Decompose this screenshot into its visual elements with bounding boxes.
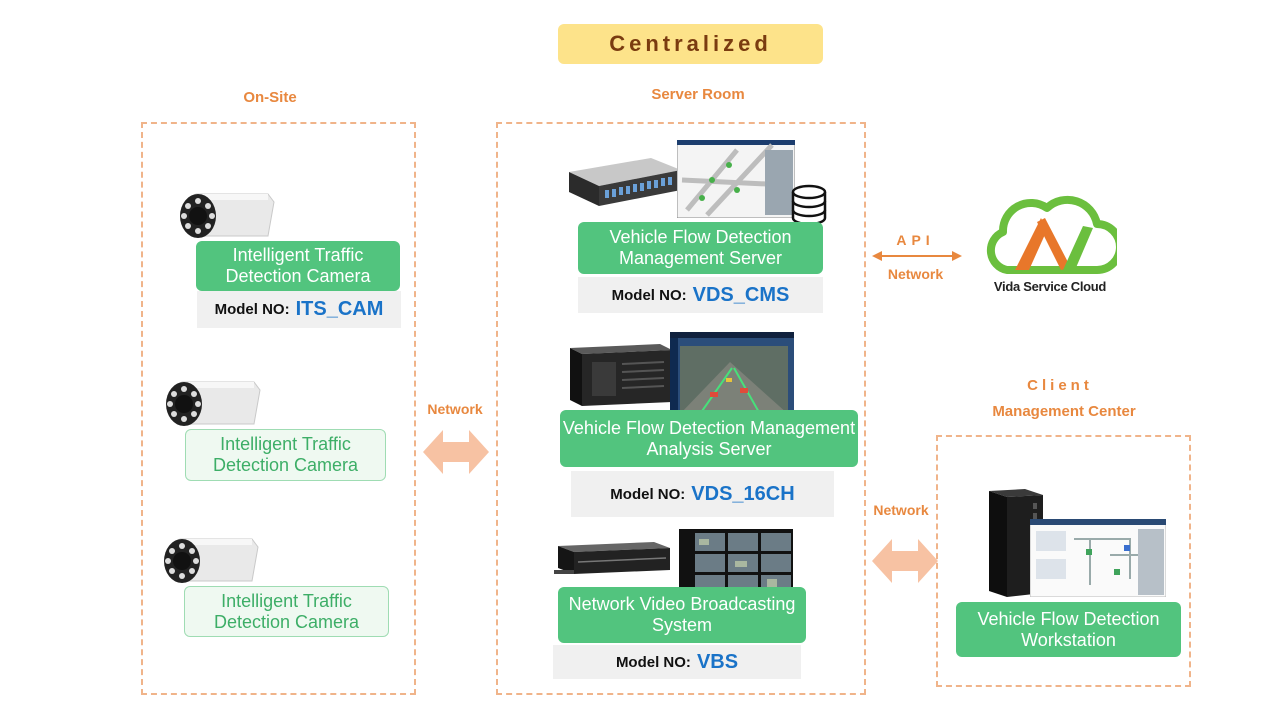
onsite-region xyxy=(141,122,416,695)
server-room-label: Server Room xyxy=(651,86,745,103)
workstation-label: Vehicle Flow Detection Workstation xyxy=(956,602,1181,657)
camera-image xyxy=(160,533,260,593)
api-network-label: Network xyxy=(887,266,944,282)
camera-image xyxy=(162,376,262,436)
model-prefix: Model NO: xyxy=(611,286,687,304)
model-prefix: Model NO: xyxy=(615,653,691,671)
onsite-label: On-Site xyxy=(243,89,297,106)
traffic-video-monitor-image xyxy=(670,332,794,418)
server-room-region xyxy=(496,122,866,695)
camera-3-label: Intelligent Traffic Detection Camera xyxy=(184,586,389,637)
api-label: API xyxy=(896,232,935,248)
vida-cloud-logo-icon xyxy=(985,192,1117,276)
cloud-logo-text: Vida Service Cloud xyxy=(993,279,1107,294)
workstation-monitor-image xyxy=(1030,519,1166,597)
camera-2-label: Intelligent Traffic Detection Camera xyxy=(185,429,386,481)
server-1-model: Model NO: VDS_CMS xyxy=(578,277,823,313)
management-center-label: Management Center xyxy=(992,403,1136,420)
onsite-network-arrow-icon xyxy=(423,430,489,474)
server-3-label: Network Video Broadcasting System xyxy=(558,587,806,643)
camera-image xyxy=(176,188,276,248)
server-2-model: Model NO: VDS_16CH xyxy=(571,471,834,517)
model-value: VDS_16CH xyxy=(691,482,795,505)
client-network-label: Network xyxy=(873,502,929,518)
model-value: ITS_CAM xyxy=(295,298,384,320)
diagram-title: Centralized xyxy=(558,24,823,64)
api-arrow-icon xyxy=(872,249,962,263)
model-value: VDS_CMS xyxy=(692,283,790,306)
camera-1-label: Intelligent Traffic Detection Camera xyxy=(196,241,400,291)
database-icon xyxy=(791,184,827,226)
onsite-network-label: Network xyxy=(427,401,483,417)
client-label: Client xyxy=(1027,377,1093,394)
analysis-server-image xyxy=(564,340,676,410)
rack-server-image xyxy=(565,140,685,210)
server-1-label: Vehicle Flow Detection Management Server xyxy=(578,222,823,274)
video-wall-monitor-image xyxy=(679,529,793,597)
camera-1-model: Model NO: ITS_CAM xyxy=(197,291,401,328)
model-prefix: Model NO: xyxy=(214,301,290,318)
map-monitor-image xyxy=(677,140,795,218)
model-value: VBS xyxy=(696,650,739,673)
server-2-label: Vehicle Flow Detection Management Analys… xyxy=(560,410,858,467)
client-network-arrow-icon xyxy=(872,539,938,583)
model-prefix: Model NO: xyxy=(610,485,686,503)
server-3-model: Model NO: VBS xyxy=(553,645,801,679)
nvr-server-image xyxy=(554,540,674,596)
